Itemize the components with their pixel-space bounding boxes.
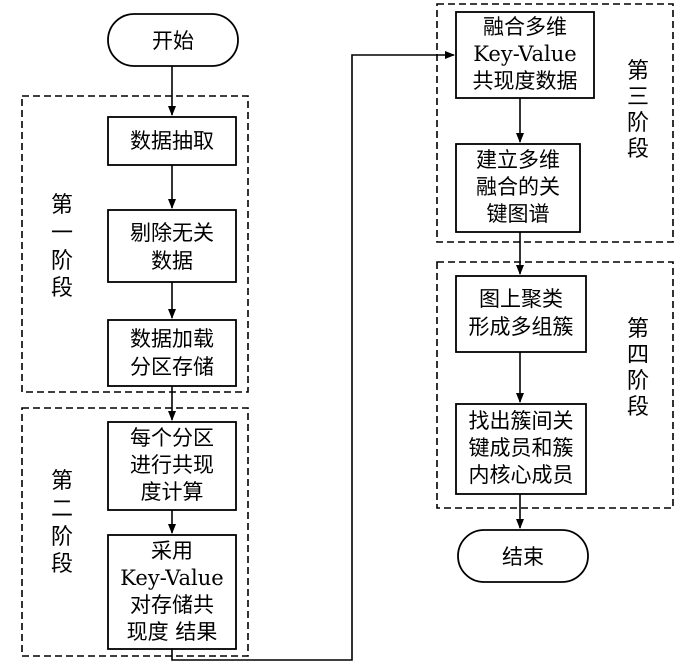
box-merge — [455, 11, 595, 99]
load-label-line2: 分区存储 — [130, 355, 214, 379]
build-label-line1: 建立多维 — [476, 148, 560, 172]
cluster-label-line1: 图上聚类 — [479, 287, 563, 311]
stage4-label-char2: 四 — [627, 343, 649, 368]
stage2-region — [21, 407, 249, 657]
stage1-label-char3: 阶 — [51, 249, 73, 274]
extract-label: 数据抽取 — [130, 129, 214, 153]
stage1-label-char4: 段 — [51, 276, 73, 301]
box-find — [455, 403, 587, 495]
end-terminal — [457, 529, 589, 583]
stage4-label-char1: 第 — [627, 317, 649, 342]
remove-label-line1: 剔除无关 — [130, 221, 214, 245]
stage4-label-char4: 段 — [627, 395, 649, 420]
stage3-region — [436, 3, 674, 243]
box-remove — [107, 209, 237, 283]
store-label-line3: 对存储共 — [130, 593, 214, 617]
store-label-line1: 采用 — [151, 539, 193, 563]
find-label-line3: 内核心成员 — [469, 463, 574, 487]
store-label-line4: 现度 结果 — [127, 620, 218, 644]
stage3-label-char2: 三 — [627, 85, 649, 110]
stage1-label-char1: 第 — [51, 193, 73, 218]
stage2-label-char1: 第 — [51, 469, 73, 494]
stage2-label-char2: 二 — [51, 497, 73, 522]
stage3-label-char1: 第 — [627, 59, 649, 84]
start-terminal — [107, 13, 239, 67]
box-build — [455, 143, 581, 233]
box-cluster — [455, 275, 587, 353]
merge-label-line1: 融合多维 — [483, 15, 567, 39]
find-label-line1: 找出簇间关 — [469, 409, 574, 433]
box-store — [107, 534, 237, 650]
stage1-label-char2: 一 — [51, 221, 73, 246]
build-label-line3: 键图谱 — [487, 202, 550, 226]
compute-label-line1: 每个分区 — [130, 426, 214, 450]
stage2-label-char3: 阶 — [51, 525, 73, 550]
start-label: 开始 — [152, 29, 194, 53]
stage4-label-char3: 阶 — [627, 369, 649, 394]
stage1-region — [21, 95, 249, 393]
store-label-line2: Key-Value — [120, 566, 223, 590]
stage4-region — [436, 261, 674, 509]
build-label-line2: 融合的关 — [476, 175, 560, 199]
compute-label-line2: 进行共现 — [130, 453, 214, 477]
cluster-label-line2: 形成多组簇 — [469, 315, 574, 339]
box-compute — [107, 421, 237, 511]
load-label-line1: 数据加载 — [130, 327, 214, 351]
end-label: 结束 — [502, 545, 544, 569]
stage3-label-char4: 段 — [627, 137, 649, 162]
merge-label-line2: Key-Value — [473, 42, 576, 66]
stage2-label-char4: 段 — [51, 552, 73, 577]
merge-label-line3: 共现度数据 — [473, 69, 578, 93]
compute-label-line3: 度计算 — [141, 480, 204, 504]
box-load — [107, 319, 237, 387]
stage3-label-char3: 阶 — [627, 111, 649, 136]
find-label-line2: 键成员和簇 — [469, 436, 574, 460]
remove-label-line2: 数据 — [151, 249, 193, 273]
arrow-store-merge — [171, 51, 455, 661]
